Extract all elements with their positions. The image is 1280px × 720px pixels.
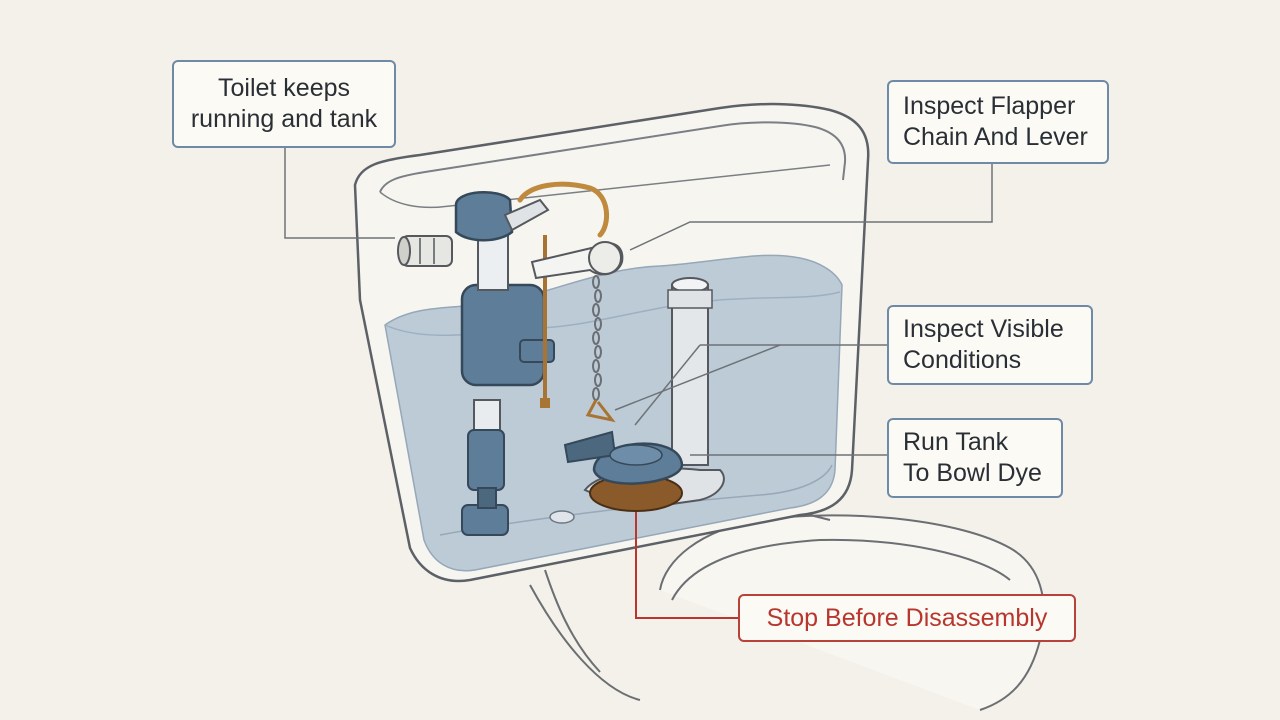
callout-stop-disassembly-text: Stop Before Disassembly [766, 603, 1048, 632]
callout-toilet-running-line2: running and tank [190, 105, 378, 133]
callout-inspect-flapper-line2: Chain And Lever [903, 123, 1088, 151]
overflow-tube [667, 277, 713, 466]
callout-stop-disassembly: Stop Before Disassembly [738, 594, 1076, 642]
float-clip [540, 398, 550, 408]
leader-running [284, 148, 395, 239]
leader-visible-c [634, 344, 701, 426]
callout-inspect-flapper: Inspect Flapper Chain And Lever [887, 80, 1109, 164]
callout-toilet-running: Toilet keeps running and tank [172, 60, 396, 148]
refill-tube [517, 181, 610, 238]
supply-inlet [397, 235, 453, 267]
leader-flapper [629, 162, 993, 251]
fill-valve [454, 190, 555, 536]
callout-toilet-running-line1: Toilet keeps [217, 74, 351, 102]
tank-body [353, 102, 870, 583]
callout-inspect-visible-line1: Inspect Visible [903, 315, 1064, 343]
flapper-assembly [563, 430, 725, 512]
callout-inspect-visible: Inspect Visible Conditions [887, 305, 1093, 385]
leader-visible-b [614, 344, 781, 411]
callout-run-dye-line1: Run Tank [903, 428, 1009, 456]
flapper-chain [585, 275, 616, 423]
leader-stop [635, 512, 738, 619]
callout-inspect-flapper-line1: Inspect Flapper [903, 92, 1076, 120]
callout-run-dye: Run Tank To Bowl Dye [887, 418, 1063, 498]
callout-inspect-visible-line2: Conditions [903, 346, 1022, 374]
leader-lines [284, 148, 993, 456]
callout-run-dye-line2: To Bowl Dye [903, 459, 1042, 487]
flush-lever [530, 241, 624, 280]
